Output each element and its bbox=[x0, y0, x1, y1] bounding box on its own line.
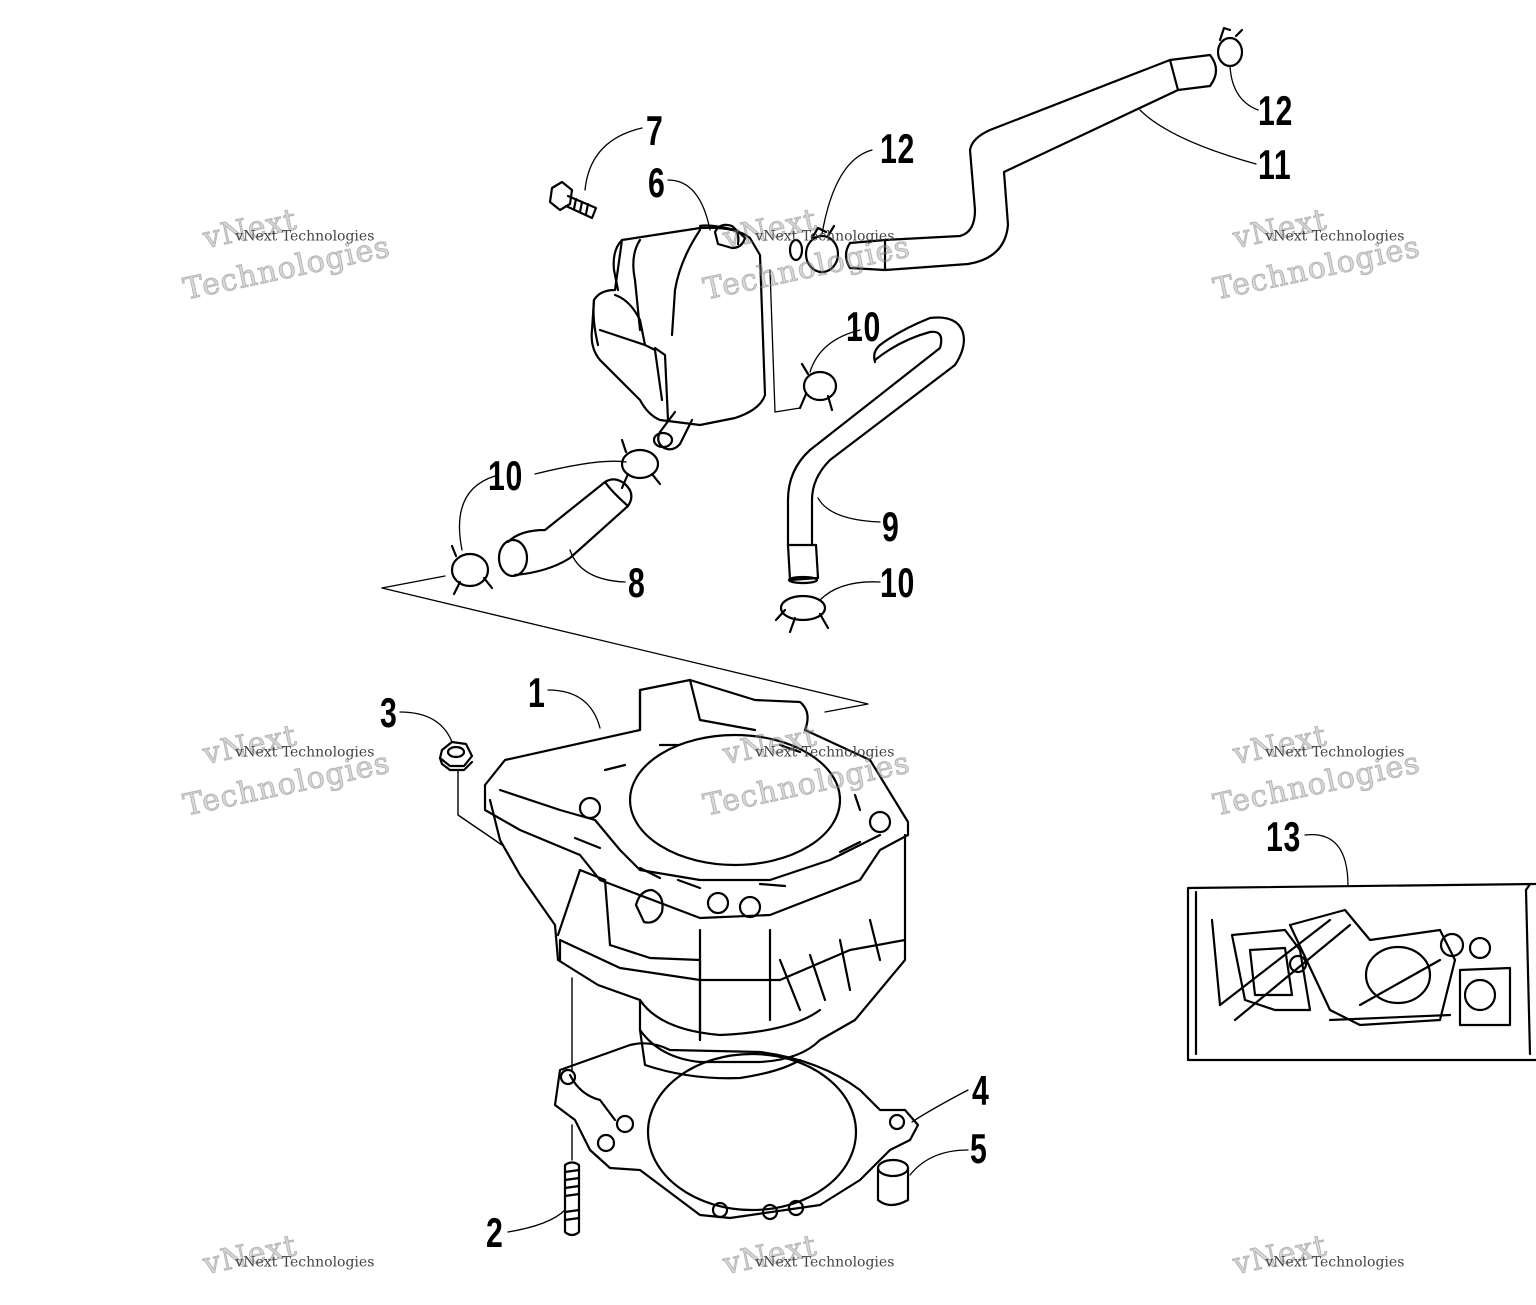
callout-4: 4 bbox=[972, 1067, 990, 1114]
hose-clamp bbox=[450, 438, 662, 596]
bolt bbox=[548, 180, 598, 220]
dowel bbox=[876, 1158, 910, 1207]
callout-10-lower: 10 bbox=[880, 559, 916, 606]
callout-13: 13 bbox=[1266, 813, 1302, 860]
leader-lines bbox=[381, 65, 1349, 1233]
callout-5: 5 bbox=[970, 1125, 988, 1172]
callout-8: 8 bbox=[628, 559, 646, 606]
callout-2: 2 bbox=[486, 1209, 504, 1256]
gasket bbox=[553, 1042, 920, 1221]
nut bbox=[438, 740, 503, 846]
hose bbox=[844, 53, 1218, 272]
stud bbox=[563, 977, 581, 1237]
callout-6: 6 bbox=[648, 159, 666, 206]
hose bbox=[786, 316, 965, 585]
callout-7: 7 bbox=[646, 107, 664, 154]
hose-clamp bbox=[774, 362, 838, 634]
hose bbox=[497, 478, 633, 578]
callout-10-left: 10 bbox=[488, 452, 524, 499]
fitting bbox=[713, 223, 747, 250]
breather-box bbox=[590, 224, 767, 451]
callout-1: 1 bbox=[528, 669, 546, 716]
cylinder bbox=[483, 678, 910, 1080]
callout-3: 3 bbox=[380, 689, 398, 736]
callout-12-left: 12 bbox=[880, 125, 916, 172]
gasket-kit bbox=[1186, 882, 1536, 1062]
callout-12-right: 12 bbox=[1258, 87, 1294, 134]
callout-11: 11 bbox=[1258, 141, 1292, 188]
callout-9: 9 bbox=[882, 503, 900, 550]
callout-10-upper: 10 bbox=[846, 303, 882, 350]
